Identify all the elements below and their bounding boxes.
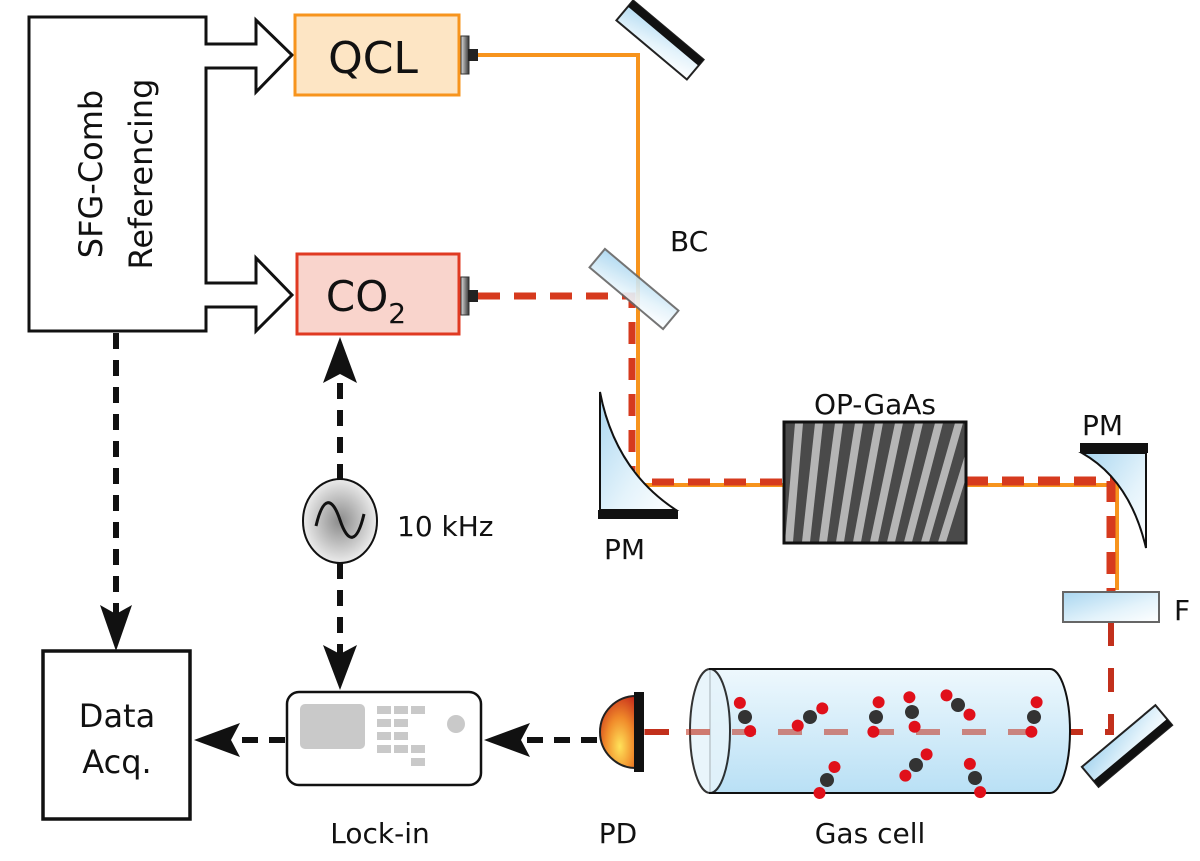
lock-in-screen — [300, 704, 365, 749]
crystal-stripe — [785, 423, 803, 542]
sfg-block-label-line2: Referencing — [122, 79, 160, 270]
co2-beam-after-crystal — [966, 476, 1116, 600]
beam-combiner — [588, 247, 680, 331]
qcl-box — [293, 13, 461, 97]
lock-in-key — [411, 706, 425, 714]
modulation-frequency-label: 10 kHz — [397, 510, 494, 543]
lock-in-key — [377, 719, 391, 727]
co2-molecules — [733, 689, 1043, 799]
co2-label-subscript: 2 — [388, 297, 406, 330]
data-acq-label-line1: Data — [79, 697, 155, 735]
gas-cell-label: Gas cell — [815, 817, 926, 850]
crystal-label: OP-GaAs — [814, 388, 936, 421]
lock-in-key — [394, 745, 408, 753]
lock-in-key — [411, 758, 425, 766]
crystal-stripe — [887, 423, 923, 542]
co2-molecule-icon — [940, 689, 976, 721]
co2-molecule-icon — [791, 702, 829, 732]
lock-in-key — [377, 732, 391, 740]
crystal-stripe — [870, 423, 903, 542]
co2-label-main: CO — [326, 272, 388, 321]
qcl-label: QCL — [328, 33, 418, 84]
folding-mirror-top — [614, 0, 706, 81]
crystal-domain-stripes — [785, 423, 965, 542]
op-gaas-crystal — [782, 420, 968, 545]
bc-label: BC — [670, 225, 708, 258]
lock-in-keypad — [377, 706, 425, 766]
lock-in-key — [377, 706, 391, 714]
data-acquisition-block: Data Acq. — [41, 649, 192, 821]
pm-left-label: PM — [604, 533, 645, 566]
pm-right-label: PM — [1082, 409, 1123, 442]
qcl-connector — [460, 35, 470, 75]
lock-in-label: Lock-in — [330, 817, 429, 850]
sfg-comb-referencing-block: SFG-Comb Referencing — [27, 15, 295, 335]
co2-box — [295, 252, 461, 336]
lock-in-key — [394, 732, 408, 740]
signal-arrowheads — [100, 337, 530, 757]
co2-connector — [460, 276, 470, 316]
qcl-connector-pin — [468, 49, 478, 61]
qcl-laser: QCL — [293, 13, 478, 97]
arrowhead-lockin-left — [484, 723, 530, 757]
lock-in-key — [377, 745, 391, 753]
parabolic-mirror-left — [598, 391, 680, 519]
folding-mirror-bottom — [1080, 703, 1174, 789]
arrowhead-co2 — [323, 337, 357, 383]
pd-label: PD — [599, 817, 637, 850]
parabolic-mirror-right — [1078, 443, 1148, 549]
crystal-stripe — [836, 423, 863, 542]
sfg-block-outline — [27, 15, 295, 335]
co2-molecule-icon — [733, 696, 757, 738]
co2-molecule-icon — [899, 748, 933, 782]
co2-label: CO2 — [326, 272, 406, 330]
sine-wave-icon — [314, 501, 366, 539]
co2-molecule-icon — [1025, 696, 1043, 738]
co2-molecule-icon — [867, 696, 885, 738]
data-acq-label-line2: Acq. — [82, 743, 151, 781]
photodetector — [599, 692, 644, 772]
co2-connector-pin — [468, 290, 478, 302]
lock-in-amplifier — [285, 690, 483, 787]
co2-molecule-icon — [813, 761, 841, 799]
gas-cell — [640, 668, 1071, 799]
co2-laser: CO2 — [295, 252, 478, 336]
lock-in-key — [394, 706, 408, 714]
crystal-stripe — [853, 423, 883, 542]
beam-paths — [478, 53, 1119, 735]
filter-label: F — [1174, 594, 1190, 627]
arrowhead-lockin-down — [323, 645, 357, 690]
lock-in-key — [394, 719, 408, 727]
arrowhead-daq-left — [194, 723, 240, 757]
arrowhead-daq — [100, 605, 132, 651]
sfg-block-label-line1: SFG-Comb — [72, 90, 110, 258]
crystal-stripe — [904, 423, 943, 542]
co2-molecule-icon — [903, 691, 921, 733]
crystal-stripe — [819, 423, 843, 542]
oscillator — [302, 478, 378, 564]
co2-beam — [478, 292, 782, 486]
crystal-stripe — [802, 423, 823, 542]
lock-in-knob — [447, 715, 465, 733]
crystal-stripe — [938, 455, 965, 542]
lock-in-key — [411, 745, 425, 753]
crystal-stripe — [921, 423, 963, 542]
co2-molecule-icon — [963, 757, 987, 799]
filter — [1062, 591, 1160, 623]
